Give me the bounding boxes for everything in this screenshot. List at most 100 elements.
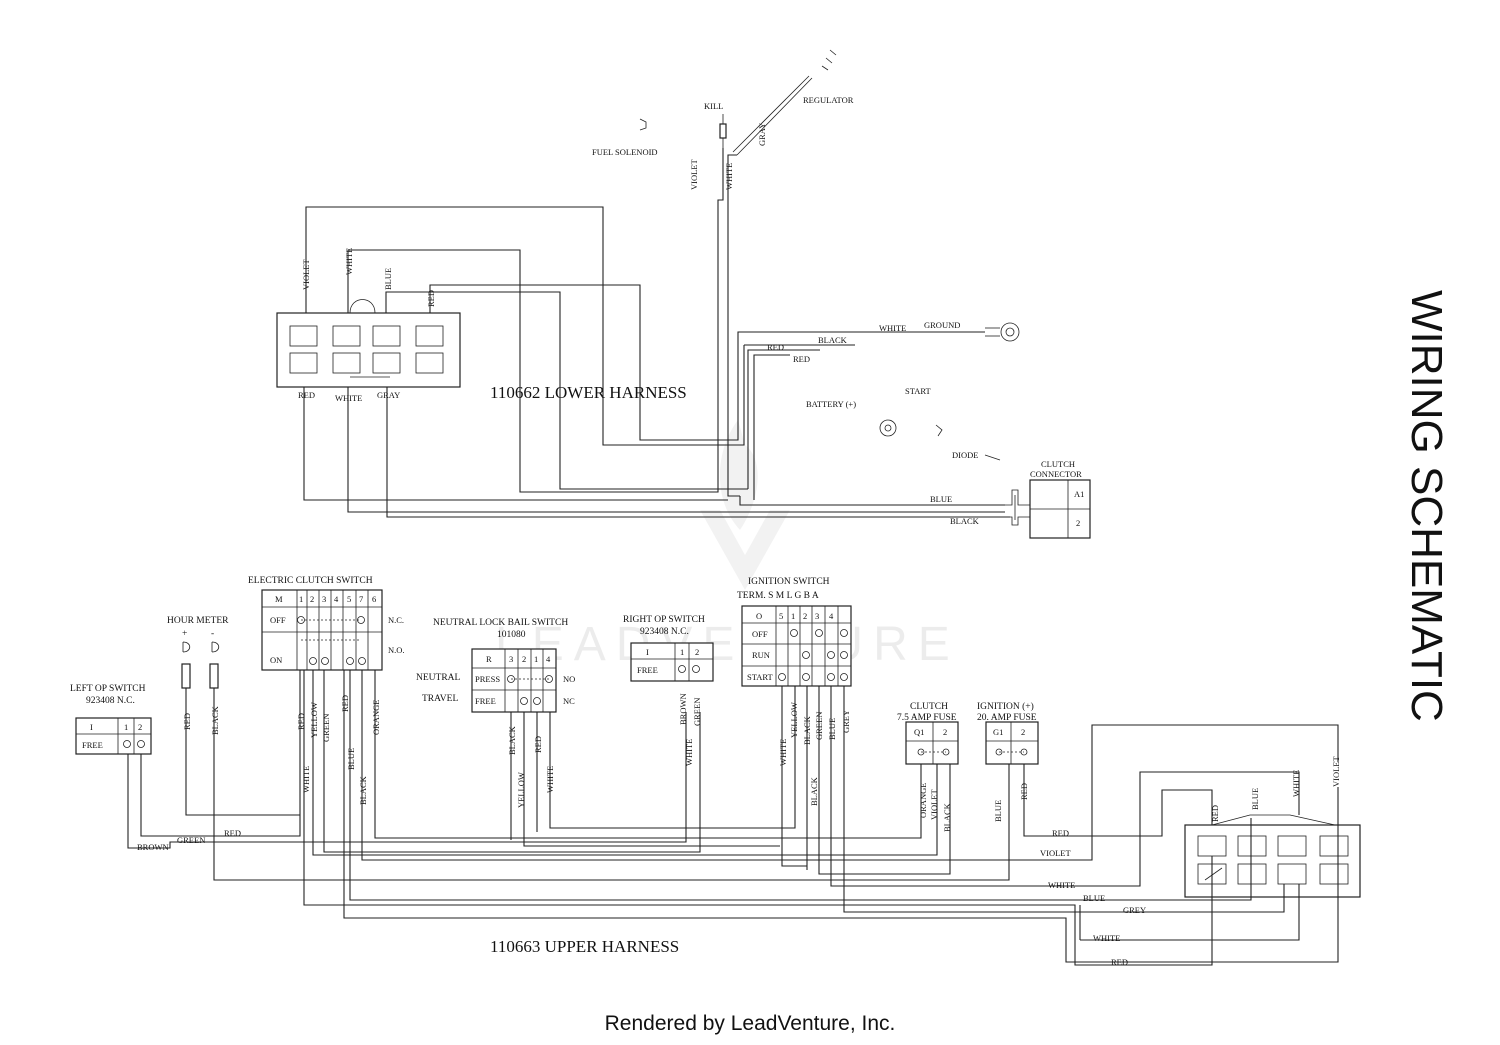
ignition-fuse: IGNITION (+) 20. AMP FUSE G1 2 [977,701,1039,765]
watermark-text: LEADVENTURE [495,618,960,671]
ecs-header-m: M [275,594,283,604]
wire-label-white-ig: WHITE [778,739,788,766]
wire-label-blue-cc: BLUE [930,494,952,504]
wire-label-violet-uh-row: VIOLET [1040,848,1071,858]
wire-label-blue-ecs: BLUE [346,748,356,770]
ecs-header-1: 1 [299,594,303,604]
ig-header-4: 4 [829,611,834,621]
los-header-2: 2 [138,722,142,732]
wire-label-red-ecs-2: RED [340,695,350,712]
upper-harness-wires [127,670,1339,966]
lower-harness-wires [303,148,1010,518]
hour-meter-title: HOUR METER [167,616,229,626]
ignition-fuse-g1: G1 [993,727,1003,737]
clutch-connector-title-1: CLUTCH [1041,459,1075,469]
ecs-header-3: 3 [322,594,326,604]
battery-label: BATTERY (+) [806,399,856,409]
upper-harness-label: 110663 UPPER HARNESS [490,937,679,956]
neutral-lock-title: NEUTRAL LOCK BAIL SWITCH [433,618,568,628]
ignition-fuse-title: IGNITION (+) [977,701,1034,712]
nl-header-4: 4 [546,654,551,664]
fuel-solenoid-label: FUEL SOLENOID [592,147,658,157]
wire-label-red-lh-2: RED [793,354,810,364]
wire-label-yellow-ecs: YELLOW [309,702,319,738]
ig-row-off: OFF [752,629,768,639]
nl-header-r: R [486,654,492,664]
hour-meter-plus: + [182,629,187,639]
wire-label-white-ground: WHITE [879,323,906,333]
wire-label-black-ig2: BLACK [809,776,819,806]
wire-label-blue-fuse: BLUE [993,800,1003,822]
ecs-no: N.O. [388,645,405,655]
clutch-fuse-q1: Q1 [914,727,924,737]
nl-neutral: NEUTRAL [416,673,461,683]
los-header-i: I [90,722,93,732]
nl-row-press: PRESS [475,674,500,684]
ecs-header-4: 4 [334,594,339,604]
wire-label-violet-top: VIOLET [689,159,699,190]
lower-harness-label: 110662 LOWER HARNESS [490,383,687,402]
ground-terminal-icon [985,322,1020,342]
wire-label-red-lh-1: RED [767,342,784,352]
diode-label: DIODE [952,450,978,460]
ecs-header-7: 7 [359,594,363,604]
ig-header-3: 3 [815,611,819,621]
footer-credit: Rendered by LeadVenture, Inc. [604,1012,896,1035]
wire-label-violet-fuse: VIOLET [929,789,939,820]
wire-label-red-bottom: RED [224,828,241,838]
wire-label-orange-fuse: ORANGE [918,783,928,818]
kill-component: KILL [704,101,727,148]
watermark: LEADVENTURE [495,420,960,671]
neutral-lock-bail-switch: NEUTRAL LOCK BAIL SWITCH 101080 R 3 2 1 … [416,618,575,713]
wire-label-brown-bottom: BROWN [137,842,169,852]
wire-label-white-lh: WHITE [344,248,354,275]
wire-label-black-nl: BLACK [507,725,517,755]
wire-label-red-lh-bottom: RED [298,390,315,400]
ignition-fuse-2: 2 [1021,727,1025,737]
clutch-fuse-2: 2 [943,727,947,737]
nl-nc: NC [563,696,575,706]
ros-row-free: FREE [637,665,658,675]
ecs-nc: N.C. [388,615,404,625]
ig-header-2: 2 [803,611,807,621]
ignition-fuse-subtitle: 20. AMP FUSE [977,713,1037,723]
wire-label-gray-top: GRAY [757,123,767,146]
wire-label-green-bottom: GREEN [177,835,205,845]
wire-label-black-fuse: BLACK [942,802,952,832]
wire-label-blue-ig: BLUE [827,718,837,740]
wire-label-red-lh: RED [426,290,436,307]
right-op-switch: RIGHT OP SWITCH 923408 N.C. I 1 2 FREE [623,615,714,682]
ecs-header-6: 6 [372,594,376,604]
los-row-free: FREE [82,740,103,750]
ignition-switch-terms: TERM. S M L G B A [737,591,819,601]
wire-label-green-ros: GREEN [692,698,702,726]
wire-label-white-uh: WHITE [1291,770,1301,797]
ecs-header-2: 2 [310,594,314,604]
watermark-logo-icon [719,420,758,530]
right-op-switch-subtitle: 923408 N.C. [640,627,689,637]
kill-label: KILL [704,101,723,111]
clutch-connector-title-2: CONNECTOR [1030,469,1082,479]
clutch-connector-pin-2: 2 [1076,518,1080,528]
wire-label-green-ecs: GREEN [321,714,331,742]
wire-label-white-uh-row-2: WHITE [1093,933,1120,943]
wire-label-violet-uh: VIOLET [1331,756,1341,787]
clutch-fuse-subtitle: 7.5 AMP FUSE [897,713,957,723]
wire-label-blue-lh: BLUE [383,268,393,290]
ig-header-o: O [756,611,762,621]
ground-label: GROUND [924,320,960,330]
regulator-label: REGULATOR [803,95,854,105]
wire-label-blue-uh: BLUE [1250,788,1260,810]
ignition-switch: IGNITION SWITCH TERM. S M L G B A O 5 1 … [737,577,852,687]
wire-label-orange-ecs: ORANGE [371,700,381,735]
ig-header-5: 5 [779,611,783,621]
lower-harness-connector [276,299,461,388]
wire-label-white-nl: WHITE [545,766,555,793]
nl-no: NO [563,674,575,684]
electric-clutch-switch: ELECTRIC CLUTCH SWITCH M 1 2 3 4 5 7 6 O… [248,576,405,671]
hour-meter: HOUR METER + - [167,616,229,689]
ig-row-run: RUN [752,650,770,660]
upper-harness-connector [1184,814,1361,898]
wire-label-red-nl: RED [533,736,543,753]
wire-label-black-ecs: BLACK [358,775,368,805]
